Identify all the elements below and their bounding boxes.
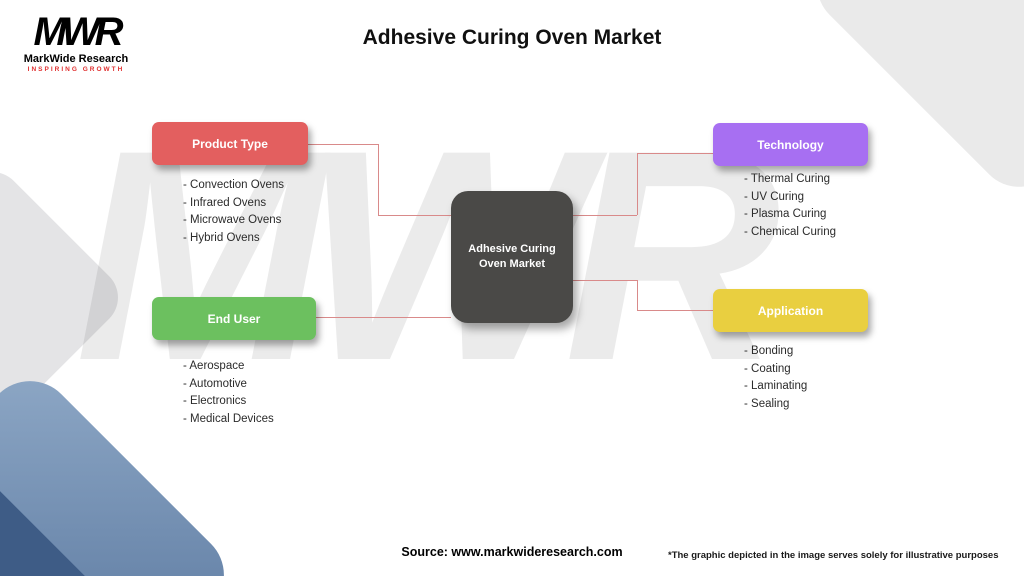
product-type-box: Product Type — [152, 122, 308, 165]
list-item: - Bonding — [744, 345, 794, 357]
center-node: Adhesive Curing Oven Market — [451, 191, 573, 323]
connector-end-user — [316, 317, 451, 318]
list-item: - Aerospace — [183, 360, 245, 372]
disclaimer-text: *The graphic depicted in the image serve… — [668, 550, 999, 561]
connector-technology — [637, 153, 638, 215]
markwide-research-logo: MWR MarkWide Research Inspiring Growth — [20, 12, 132, 73]
technology-box: Technology — [713, 123, 868, 166]
application-label: Application — [757, 303, 824, 318]
technology-list: - Thermal Curing - UV Curing - Plasma Cu… — [744, 171, 836, 241]
list-item: - Microwave Ovens — [183, 214, 282, 226]
logo-tagline: Inspiring Growth — [27, 66, 125, 73]
list-item: - Chemical Curing — [744, 225, 837, 238]
connector-product-type — [378, 215, 451, 216]
end-user-box: End User — [152, 297, 316, 340]
list-item: - Medical Devices — [183, 412, 274, 425]
connector-application — [637, 310, 713, 311]
list-item: - Sealing — [744, 397, 790, 410]
application-box: Application — [713, 289, 868, 332]
page-title: Adhesive Curing Oven Market — [362, 26, 662, 49]
product-type-list: - Convection Ovens - Infrared Ovens - Mi… — [183, 177, 284, 247]
product-type-label: Product Type — [192, 136, 268, 151]
connector-technology — [637, 153, 713, 154]
list-item: - Plasma Curing — [744, 208, 827, 220]
end-user-label: End User — [207, 311, 261, 326]
end-user-list: - Aerospace - Automotive - Electronics -… — [183, 358, 274, 428]
source-text: Source: www.markwideresearch.com — [401, 545, 623, 559]
connector-product-type — [308, 144, 378, 145]
list-item: - Hybrid Ovens — [183, 231, 260, 244]
list-item: - Thermal Curing — [744, 173, 831, 185]
list-item: - UV Curing — [744, 190, 805, 203]
list-item: - Laminating — [744, 380, 808, 392]
list-item: - Electronics — [183, 395, 247, 407]
list-item: - Infrared Ovens — [183, 196, 267, 209]
connector-product-type — [378, 144, 379, 215]
application-list: - Bonding - Coating - Laminating - Seali… — [744, 343, 807, 413]
logo-acronym: MWR — [33, 10, 124, 54]
connector-technology — [573, 215, 637, 216]
connector-application — [637, 280, 638, 311]
logo-name: MarkWide Research — [23, 53, 129, 65]
list-item: - Convection Ovens — [183, 179, 284, 191]
list-item: - Coating — [744, 362, 791, 375]
list-item: - Automotive — [183, 377, 247, 390]
technology-label: Technology — [757, 137, 824, 152]
connector-application — [573, 280, 637, 281]
